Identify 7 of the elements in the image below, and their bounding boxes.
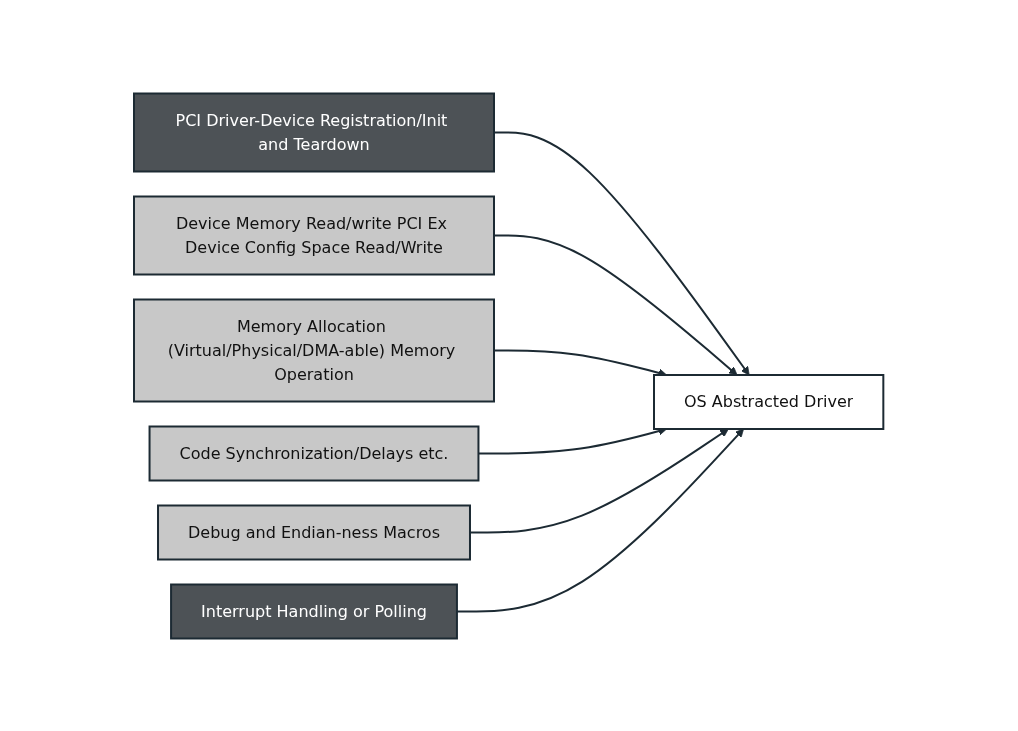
- node-box: Interrupt Handling or Polling: [170, 583, 459, 639]
- node-box: Code Synchronization/Delays etc.: [148, 425, 480, 481]
- node-box: PCI Driver-Device Registration/Init and Teardown: [133, 92, 496, 172]
- node-box: Debug and Endian-ness Macros: [157, 504, 472, 560]
- node-box: Memory Allocation (Virtual/Physical/DMA-able) Memory Operation: [133, 298, 496, 402]
- node-box: OS Abstracted Driver: [653, 373, 885, 430]
- node-box: Device Memory Read/write PCI Ex Device Config Space Read/Write: [133, 195, 496, 275]
